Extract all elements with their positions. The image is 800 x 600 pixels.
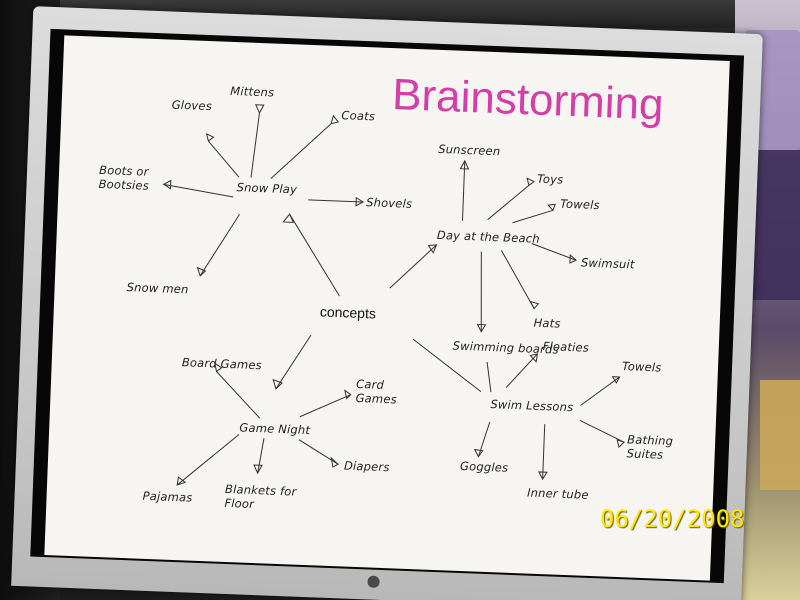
link-boardgames [216, 371, 261, 419]
item-coats: Coats [341, 108, 376, 124]
link-center-snowplay [289, 213, 340, 297]
arrowhead [214, 362, 223, 373]
item-pajamas: Pajamas [142, 488, 193, 505]
link-center-gamenight [275, 334, 312, 390]
arrowhead [547, 203, 556, 212]
item-boots: Boots or Bootsies [98, 162, 150, 193]
item-snowmen: Snow men [126, 279, 189, 297]
item-swimsuit: Swimsuit [580, 255, 635, 272]
arrowhead [176, 476, 187, 486]
mind-map-lines [162, 104, 626, 486]
link-bathing [579, 420, 625, 443]
link-swimsuit [531, 243, 577, 261]
arrowhead [272, 378, 284, 390]
arrowhead [529, 300, 540, 310]
item-toys: Toys [536, 171, 564, 187]
arrowhead [611, 376, 621, 384]
link-floaties [505, 353, 538, 388]
link-toys [487, 184, 530, 221]
brainstorm-slide: Brainstorming concepts Snow Play Gloves … [44, 35, 730, 581]
link-coats [270, 123, 332, 179]
item-card-games: Card Games [355, 376, 398, 407]
item-floaties: Floaties [542, 339, 590, 355]
link-diapers [298, 439, 339, 465]
arrowhead [344, 389, 352, 400]
link-gloves [207, 140, 240, 178]
arrowhead [330, 114, 340, 125]
item-hats: Hats [533, 315, 561, 331]
item-goggles: Goggles [459, 458, 509, 475]
arrowhead [355, 196, 365, 207]
item-shovels: Shovels [365, 195, 413, 211]
arrowhead [538, 471, 548, 481]
link-mittens [250, 112, 260, 178]
monitor: Brainstorming concepts Snow Play Gloves … [11, 6, 763, 600]
arrowhead [282, 213, 295, 223]
item-towels: Towels [559, 196, 600, 213]
item-bathing-suites: Bathing Suites [626, 432, 674, 462]
arrowhead [254, 104, 265, 115]
arrowhead [205, 133, 215, 142]
link-swim-towels [580, 376, 620, 406]
item-inner-tube: Inner tube [526, 485, 589, 502]
link-innertube [542, 424, 546, 480]
link-boots [163, 183, 234, 198]
date-stamp: 06/20/2008 [600, 505, 745, 533]
item-swim-towels: Towels [621, 359, 662, 375]
apple-logo-icon [367, 575, 380, 588]
arrowhead [196, 266, 207, 277]
item-mittens: Mittens [230, 83, 275, 100]
arrowhead [162, 179, 172, 190]
link-towels [512, 209, 554, 224]
link-sunscreen [461, 160, 466, 221]
arrowhead [427, 244, 438, 254]
arrowhead [253, 464, 263, 475]
item-sunscreen: Sunscreen [437, 141, 501, 159]
link-hats [500, 250, 535, 309]
screen-bezel: Brainstorming concepts Snow Play Gloves … [30, 28, 745, 584]
link-cardgames [299, 394, 351, 418]
arrowhead [473, 448, 484, 458]
link-blankets [257, 438, 265, 474]
link-snowmen [199, 214, 240, 277]
center-concept: concepts [319, 303, 377, 322]
background-poster-dark [752, 150, 800, 300]
background-box [760, 380, 800, 490]
arrowhead [476, 323, 487, 333]
link-swim-boards [486, 361, 492, 393]
item-diapers: Diapers [343, 458, 390, 475]
slide-title: Brainstorming [391, 70, 665, 130]
link-center-swim [412, 338, 482, 393]
link-pajamas [176, 434, 240, 486]
arrowhead [459, 159, 470, 170]
item-blankets: Blankets for Floor [224, 481, 297, 512]
item-gloves: Gloves [171, 97, 213, 114]
arrowhead [569, 253, 577, 264]
arrowhead [616, 439, 626, 448]
hub-game-night: Game Night [239, 420, 311, 438]
link-goggles [477, 421, 491, 457]
link-center-beach [389, 244, 437, 289]
hub-snow-play: Snow Play [236, 180, 298, 197]
arrowhead [529, 353, 539, 363]
link-swimboards [480, 251, 482, 332]
arrowhead [526, 177, 536, 187]
arrowhead [330, 456, 339, 468]
link-shovels [308, 199, 364, 203]
